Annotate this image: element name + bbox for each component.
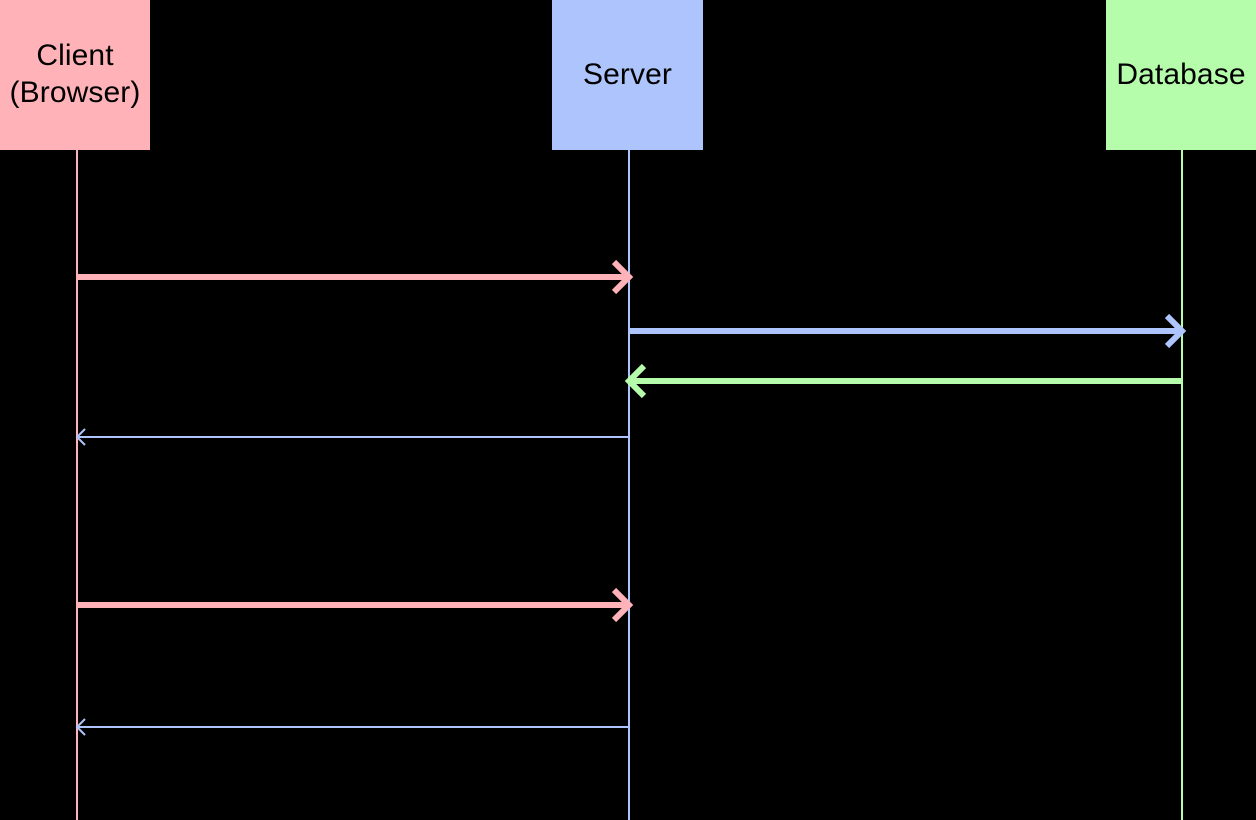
arrow-head (624, 363, 647, 399)
arrow-head (611, 587, 634, 623)
arrow-head (1164, 313, 1187, 349)
participant-box-client[interactable]: Client (Browser) (0, 0, 150, 150)
message-arrow-msg-3 (624, 363, 1182, 399)
message-arrow-msg-4 (75, 428, 629, 446)
message-arrow-msg-6 (75, 718, 629, 736)
lifeline-client (76, 150, 78, 820)
lifeline-server (628, 150, 630, 820)
participant-box-database[interactable]: Database (1106, 0, 1256, 150)
message-arrow-msg-2 (629, 313, 1187, 349)
arrow-head (75, 718, 86, 736)
participant-label-database: Database (1116, 57, 1246, 91)
message-arrow-msg-5 (77, 587, 634, 623)
message-arrow-msg-1 (77, 259, 634, 295)
participant-label-server: Server (583, 57, 672, 91)
arrow-head (611, 259, 634, 295)
arrow-head (75, 428, 86, 446)
participant-box-server[interactable]: Server (552, 0, 703, 150)
participant-label-client: Client (Browser) (9, 39, 141, 109)
lifeline-database (1181, 150, 1183, 820)
